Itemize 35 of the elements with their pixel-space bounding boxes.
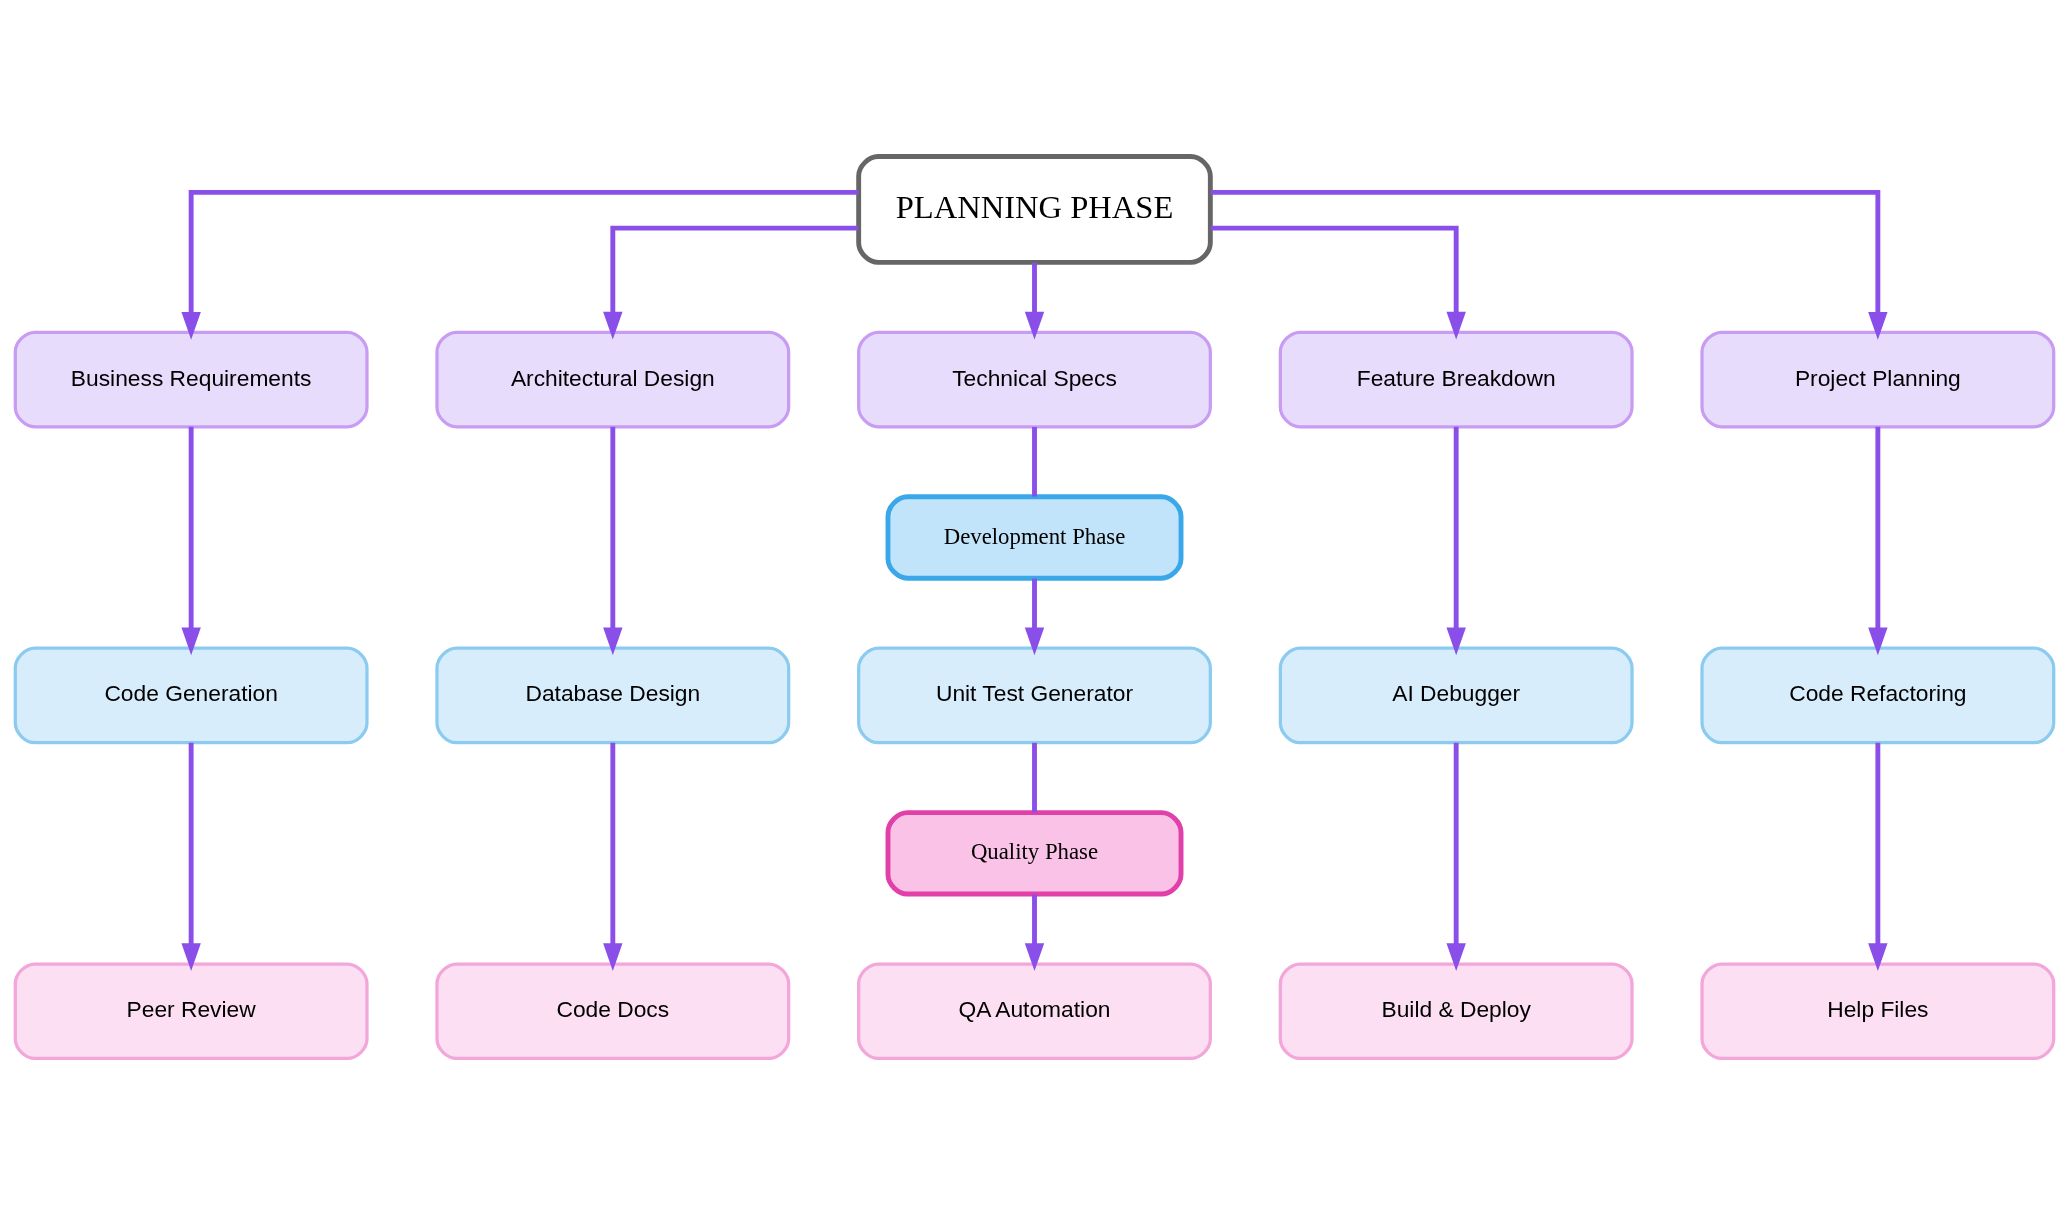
- arrow: [181, 742, 201, 971]
- arrow: [1210, 189, 1888, 340]
- node-box: PLANNING PHASE: [856, 153, 1213, 265]
- arrow: [603, 742, 623, 971]
- arrow: [1446, 742, 1466, 971]
- connector: [1032, 426, 1037, 497]
- arrow: [1024, 578, 1045, 655]
- node-box: QA Automation: [857, 961, 1212, 1060]
- node-box: Help Files: [1700, 961, 2056, 1060]
- arrow: [181, 189, 859, 340]
- node-box: AI Debugger: [1278, 646, 1634, 744]
- node-box: Development Phase: [885, 493, 1184, 581]
- arrow: [603, 225, 859, 339]
- connector: [1032, 742, 1037, 812]
- node-box: Technical Specs: [857, 330, 1212, 428]
- arrow: [1024, 893, 1045, 971]
- node-box: Code Docs: [435, 961, 791, 1060]
- arrow: [1210, 225, 1466, 339]
- arrow: [1868, 742, 1888, 971]
- arrow: [181, 426, 201, 655]
- node-box: Architectural Design: [435, 330, 791, 428]
- node-box: Peer Review: [13, 961, 369, 1060]
- node-box: Code Generation: [13, 646, 369, 744]
- node-box: Project Planning: [1700, 330, 2056, 428]
- node-box: Quality Phase: [885, 809, 1184, 896]
- node-box: Business Requirements: [13, 330, 369, 428]
- arrow: [603, 426, 623, 655]
- node-box: Unit Test Generator: [857, 646, 1212, 744]
- node-box: Build & Deploy: [1278, 961, 1634, 1060]
- arrow: [1446, 426, 1466, 655]
- node-box: Code Refactoring: [1700, 646, 2056, 744]
- node-box: Feature Breakdown: [1278, 330, 1634, 428]
- arrow: [1024, 262, 1045, 340]
- arrow: [1868, 426, 1888, 655]
- node-box: Database Design: [435, 646, 791, 744]
